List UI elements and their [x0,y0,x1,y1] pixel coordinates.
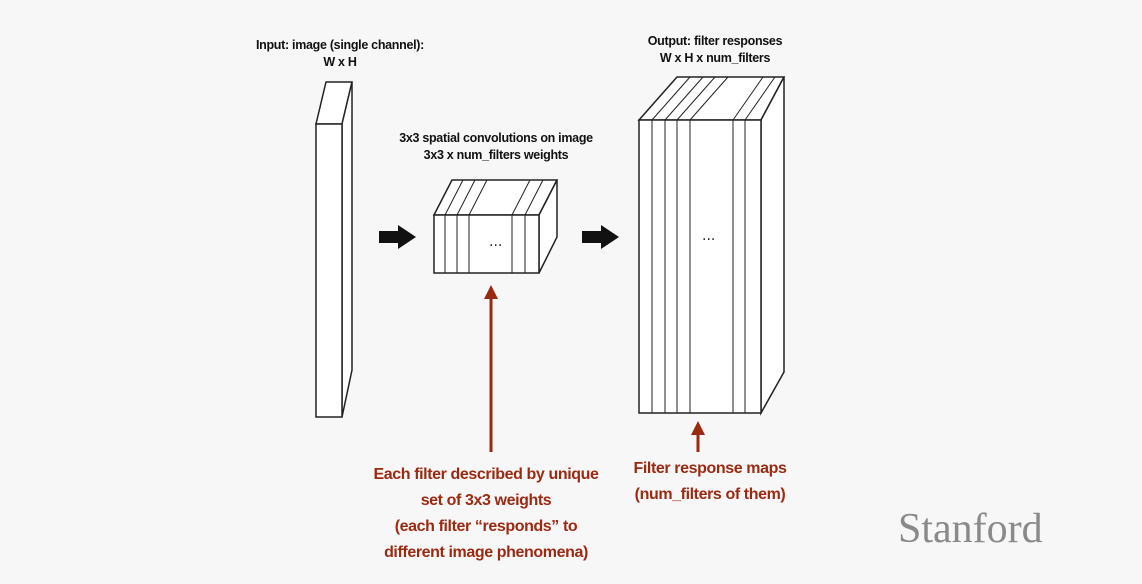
filter-block [432,179,559,274]
output-ellipsis: ... [702,228,716,244]
output-block [637,76,786,416]
input-label-line1: Input: image (single channel): [255,38,425,52]
arrow-filters-to-output [582,225,619,249]
output-label: Output: filter responses W x H x num_fil… [615,33,815,67]
input-label-line2: W x H [323,55,357,69]
stanford-logo: Stanford [898,506,1043,552]
input-label: Input: image (single channel): W x H [240,37,440,71]
response-annotation: Filter response maps (num_filters of the… [600,456,820,508]
filters-label-line2: 3x3 x num_filters weights [423,148,569,162]
output-label-line1: Output: filter responses [647,34,783,48]
filter-annotation-line4: different image phenomena) [384,544,588,561]
output-label-line2: W x H x num_filters [659,51,771,65]
filter-annotation-line1: Each filter described by unique [373,466,599,483]
input-image-slab [315,81,353,418]
filter-annotation-line3: (each filter “responds” to [394,518,578,535]
filter-annotation-line2: set of 3x3 weights [420,492,552,509]
arrow-filter-annotation [484,285,498,452]
arrow-response-annotation [691,421,705,452]
filters-label-line1: 3x3 spatial convolutions on image [399,131,593,145]
arrow-input-to-filters [379,225,416,249]
flow-arrows [379,225,619,249]
response-annotation-line1: Filter response maps [633,460,787,477]
filter-annotation: Each filter described by unique set of 3… [346,462,626,566]
filters-label: 3x3 spatial convolutions on image 3x3 x … [376,130,616,164]
filters-ellipsis: ... [489,234,503,250]
response-annotation-line2: (num_filters of them) [634,486,786,503]
